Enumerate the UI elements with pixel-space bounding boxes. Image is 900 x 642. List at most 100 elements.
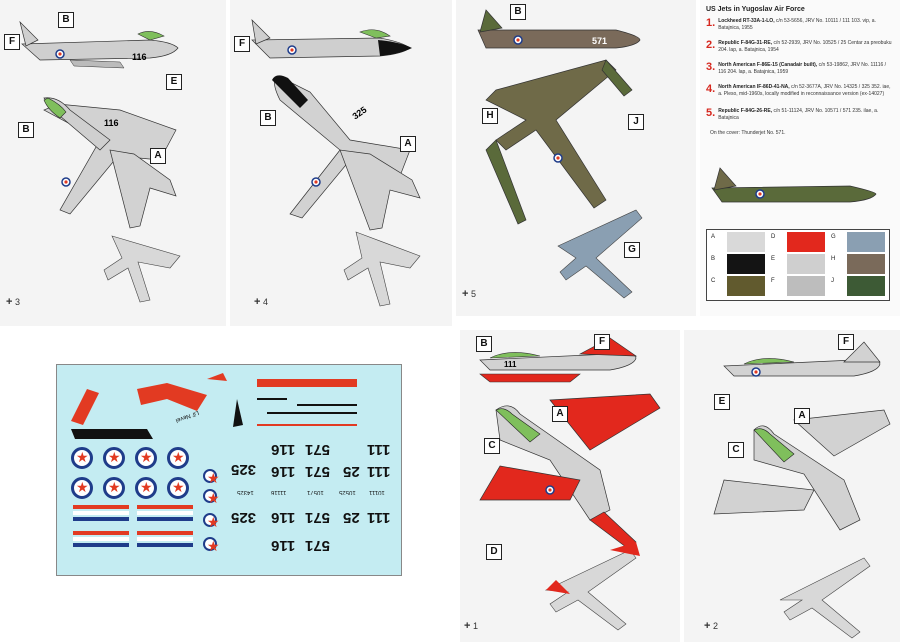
- decal-serial-10525: 10525: [339, 489, 356, 495]
- chip-d: [787, 232, 825, 252]
- chip-label-j: J: [831, 278, 834, 284]
- page-number-5: + 5: [462, 288, 476, 300]
- info-entry-3: 3.North American F-86E-15 (Canadair buil…: [706, 61, 887, 76]
- decal-num-25-a: 25: [343, 463, 360, 480]
- page-number-3: + 3: [6, 296, 20, 308]
- page-5-panel: 571 B H J G + 5: [456, 0, 696, 316]
- callout-p3-b: B: [18, 122, 34, 138]
- callout-p4-f: F: [234, 36, 250, 52]
- t33-red-views: [479, 337, 661, 631]
- decal-num-571-a: 571: [305, 441, 331, 458]
- decal-flag-stripe-1: [73, 505, 129, 509]
- chip-f: [787, 276, 825, 296]
- callout-p2-e: E: [714, 394, 730, 410]
- decal-num-116-a: 116: [271, 441, 296, 458]
- callout-p3-e: E: [166, 74, 182, 90]
- f84-code-side: 571: [592, 36, 608, 46]
- callout-p2-a: A: [794, 408, 810, 424]
- decal-roundel-7: [135, 477, 157, 499]
- chip-e: [787, 254, 825, 274]
- f86-side-view: [19, 20, 181, 303]
- chip-j: [847, 276, 885, 296]
- decal-flag-stripe-10: [137, 531, 193, 535]
- decal-num-571-c: 571: [305, 509, 331, 526]
- page-2-panel: F E C A + 2: [684, 330, 900, 642]
- callout-p5-b: B: [510, 4, 526, 20]
- color-chip-legend: A B C D E F G H J: [706, 229, 890, 301]
- f84-camo-views: [477, 9, 643, 299]
- chip-g: [847, 232, 885, 252]
- chip-label-e: E: [771, 256, 776, 262]
- decal-roundel-6: [103, 477, 125, 499]
- info-entry-4: 4.North American IF-86D-41-NA, c/n 52-36…: [706, 83, 891, 98]
- decal-num-111-b: 111: [367, 463, 391, 480]
- decal-flag-stripe-5: [137, 511, 193, 515]
- callout-p4-b: B: [260, 110, 276, 126]
- info-title: US Jets in Yugoslav Air Force: [706, 6, 805, 13]
- page-3-panel: 116 116 B F E B A + 3: [0, 0, 226, 326]
- f86d-views: [251, 18, 421, 307]
- decal-num-111-a: 111: [367, 441, 391, 458]
- page-1-panel: 111 B F C A D + 1: [460, 330, 680, 642]
- callout-p5-g: G: [624, 242, 640, 258]
- chip-label-b: B: [711, 256, 716, 262]
- decal-num-571-d: 571: [305, 537, 331, 554]
- decal-num-25-b: 25: [343, 509, 360, 526]
- decal-serial-11116: 11116: [271, 489, 287, 495]
- decal-serial-14325: 14325: [237, 489, 254, 495]
- chip-c: [727, 276, 765, 296]
- decal-num-325-a: 325: [231, 461, 257, 478]
- callout-p3-f: F: [4, 34, 20, 50]
- callout-p1-d: D: [486, 544, 502, 560]
- chip-b: [727, 254, 765, 274]
- decal-roundel-small-2: [203, 489, 220, 507]
- callout-p4-a: A: [400, 136, 416, 152]
- callout-p1-f: F: [594, 334, 610, 350]
- decal-num-325-b: 325: [231, 509, 257, 526]
- f86-code-side: 116: [132, 52, 147, 62]
- chip-label-h: H: [831, 256, 836, 262]
- page-4-panel: 325 F B A + 4: [230, 0, 452, 326]
- chip-label-g: G: [831, 234, 836, 240]
- decal-serial-10571: 10571: [307, 489, 324, 495]
- decal-sheet: Lil' Nevel 325 116 116 571 571 25 111 11…: [56, 364, 402, 576]
- decal-roundel-small-1: [203, 469, 220, 487]
- decal-flag-stripe-4: [137, 505, 193, 509]
- info-entry-1: 1.Lockheed RT-33A-1-LO, c/n 53-5656, JRV…: [706, 17, 876, 32]
- chip-label-f: F: [771, 278, 775, 284]
- decal-roundel-2: [103, 447, 125, 469]
- decal-roundel-8: [167, 477, 189, 499]
- info-entry-5: 5.Republic F-84G-26-RE, c/n 51-11124, JR…: [706, 107, 879, 122]
- callout-p1-b: B: [476, 336, 492, 352]
- page-number-4: + 4: [254, 296, 268, 308]
- callout-p5-j: J: [628, 114, 644, 130]
- decal-stripes-top: [71, 373, 357, 439]
- chip-a: [727, 232, 765, 252]
- callout-p1-c: C: [484, 438, 500, 454]
- f86-code-plan: 116: [104, 118, 119, 128]
- decal-num-116-d: 116: [271, 537, 296, 554]
- decal-roundel-3: [135, 447, 157, 469]
- decal-flag-stripe-2: [73, 511, 129, 515]
- decal-flag-stripe-12: [137, 543, 193, 547]
- decal-flag-stripe-9: [73, 543, 129, 547]
- decal-flag-stripe-8: [73, 537, 129, 541]
- callout-p3-b-top: B: [58, 12, 74, 28]
- decal-flag-stripe-11: [137, 537, 193, 541]
- chip-h: [847, 254, 885, 274]
- chip-label-a: A: [711, 234, 716, 240]
- t33-silver-views: [713, 341, 891, 639]
- callout-p5-h: H: [482, 108, 498, 124]
- decal-flag-stripe-6: [137, 517, 193, 521]
- page-number-1: + 1: [464, 620, 478, 632]
- callout-p2-f: F: [838, 334, 854, 350]
- info-entry-2: 2.Republic F-84G-31-RE, c/n 52-2939, JRV…: [706, 39, 892, 54]
- chip-label-d: D: [771, 234, 776, 240]
- callout-p2-c: C: [728, 442, 744, 458]
- decal-num-571-b: 571: [305, 463, 331, 480]
- decal-roundel-5: [71, 477, 93, 499]
- chip-label-c: C: [711, 278, 716, 284]
- decal-roundel-4: [167, 447, 189, 469]
- decal-num-116-c: 116: [271, 509, 296, 526]
- page-number-2: + 2: [704, 620, 718, 632]
